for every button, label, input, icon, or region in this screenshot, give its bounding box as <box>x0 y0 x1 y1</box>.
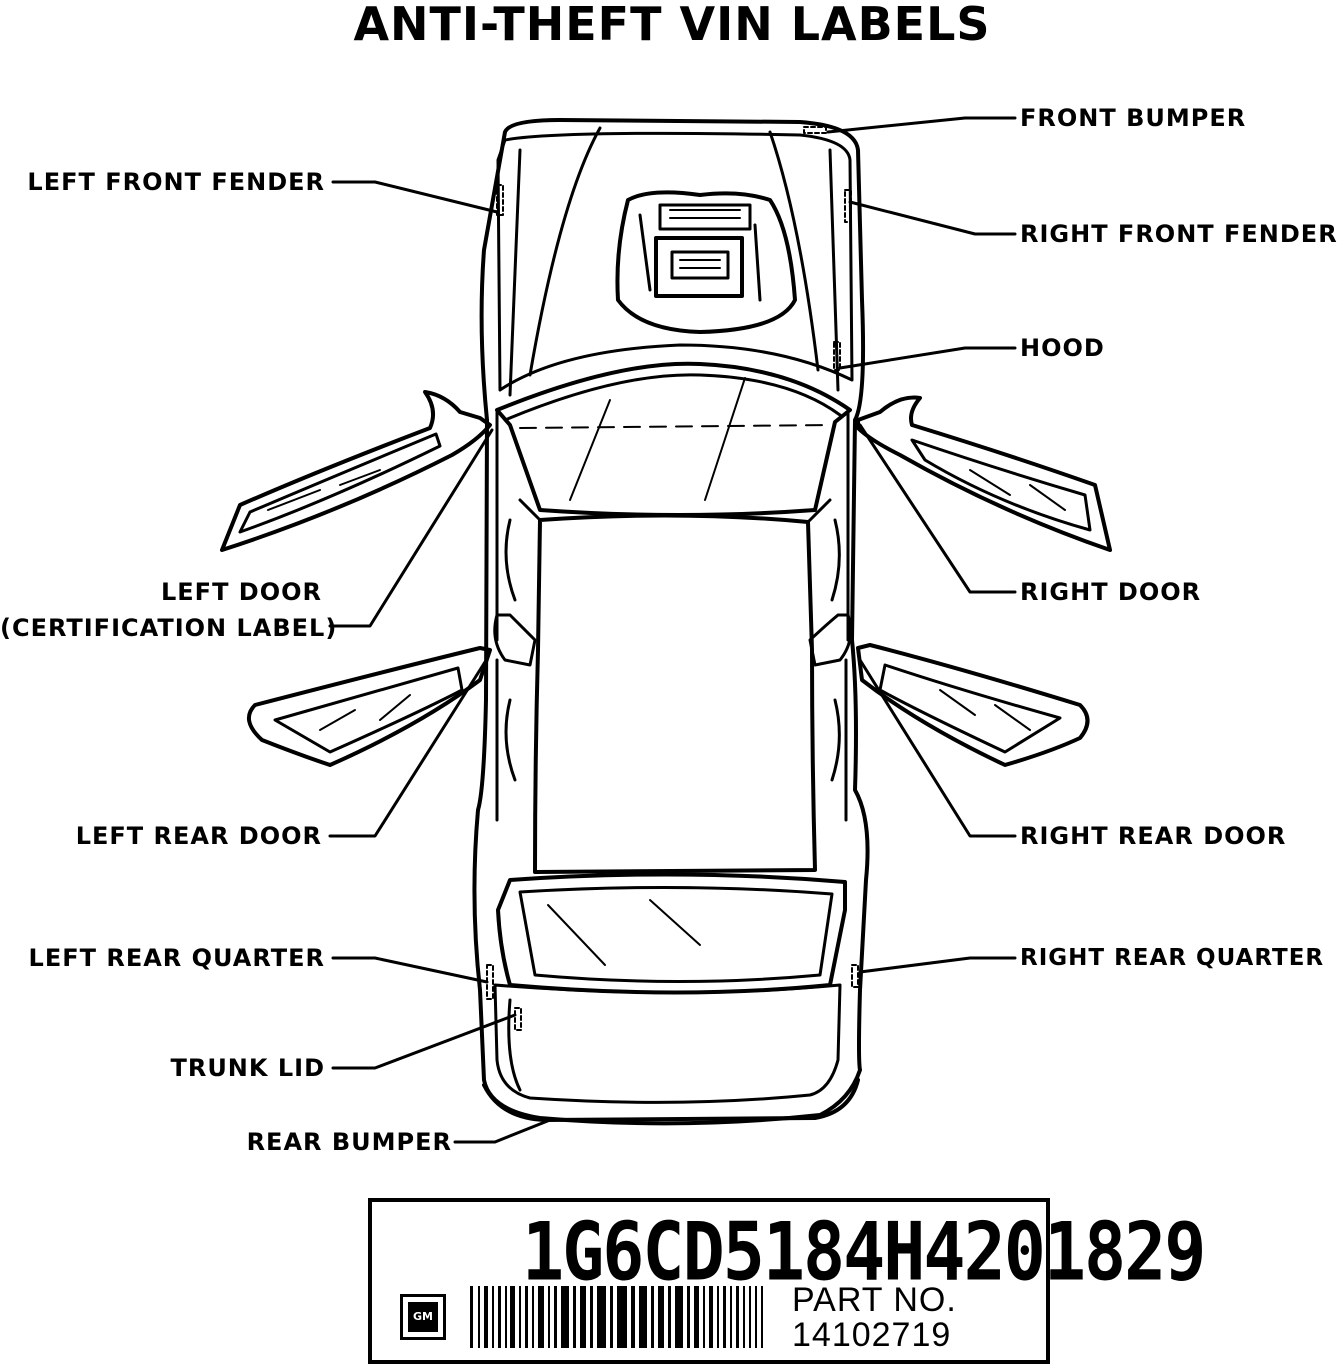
engine-cutaway <box>617 192 795 332</box>
vin-number: 1G6CD5184H4201829 <box>522 1208 1042 1295</box>
left-front-door <box>222 392 490 550</box>
label-left-rear-quarter: LEFT REAR QUARTER <box>10 944 325 972</box>
label-left-rear-door: LEFT REAR DOOR <box>20 822 322 850</box>
label-hood: HOOD <box>1020 334 1105 362</box>
label-right-rear-quarter: RIGHT REAR QUARTER <box>1020 944 1324 972</box>
vin-label-sample: 1G6CD5184H4201829 GM <box>368 1198 1050 1364</box>
label-front-bumper: FRONT BUMPER <box>1020 104 1246 132</box>
label-trunk-lid: TRUNK LID <box>20 1054 325 1082</box>
label-left-door: LEFT DOOR <box>20 578 322 606</box>
label-right-rear-door: RIGHT REAR DOOR <box>1020 822 1286 850</box>
label-left-front-fender: LEFT FRONT FENDER <box>20 168 325 196</box>
label-left-door-certification: (CERTIFICATION LABEL) <box>0 614 322 642</box>
part-number-label: PART NO. <box>792 1282 957 1318</box>
trunk-lid-outline <box>495 985 840 1102</box>
right-rear-door <box>858 645 1088 765</box>
vin-marker-front-bumper <box>804 127 826 133</box>
vin-marker-trunk-lid <box>515 1008 521 1030</box>
gm-logo: GM <box>400 1294 446 1340</box>
barcode <box>470 1286 770 1348</box>
label-right-door: RIGHT DOOR <box>1020 578 1201 606</box>
vin-marker-right-rear-quarter <box>852 965 858 987</box>
hood-outline <box>498 133 852 390</box>
part-number-value: 14102719 <box>792 1317 951 1353</box>
left-rear-door <box>249 648 490 765</box>
gm-logo-text: GM <box>408 1302 438 1332</box>
label-rear-bumper: REAR BUMPER <box>100 1128 452 1156</box>
roof <box>535 515 815 872</box>
windshield <box>497 364 850 515</box>
label-right-front-fender: RIGHT FRONT FENDER <box>1020 220 1338 248</box>
right-front-door <box>858 398 1110 550</box>
